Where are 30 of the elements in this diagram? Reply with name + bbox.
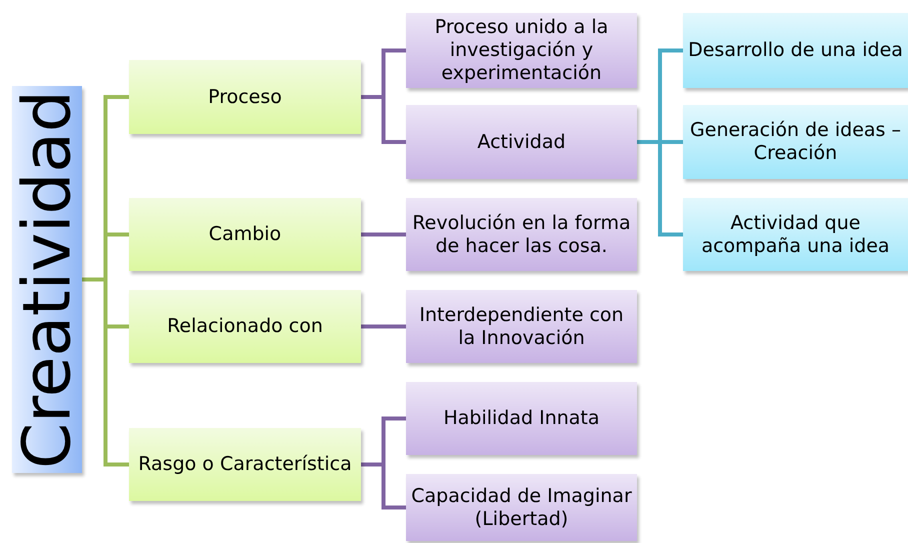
concept-label: Proceso	[208, 86, 282, 108]
concept-label: Habilidad Innata	[443, 407, 600, 430]
connector-line	[637, 140, 683, 236]
concept-box	[129, 428, 361, 501]
concept-label: Proceso unido a la investigación y experimentación	[434, 16, 610, 85]
concept-box	[406, 13, 637, 88]
concept-label: Capacidad de Imaginar (Libertad)	[410, 484, 633, 530]
concept-box	[683, 105, 908, 179]
concept-label: Revolución en la forma de hacer las cosa.	[411, 212, 632, 258]
concept-box	[406, 105, 637, 179]
concept-box	[129, 290, 361, 363]
concept-box	[406, 474, 637, 541]
concept-box	[129, 60, 361, 134]
concept-box	[406, 198, 637, 271]
connector-line	[361, 324, 406, 328]
concept-box	[406, 382, 637, 455]
concept-label: Cambio	[208, 223, 282, 246]
concept-label: Actividad que acompaña una idea	[700, 212, 891, 258]
concept-label: Interdependiente con la Innovación	[418, 304, 625, 350]
title-text: Creatividad	[7, 90, 86, 469]
concept-label: Relacionado con	[167, 315, 323, 338]
concept-box	[683, 198, 908, 271]
concept-label: Rasgo o Característica	[138, 453, 352, 476]
concept-box	[406, 290, 637, 363]
connector-line	[361, 232, 406, 236]
concept-box	[683, 13, 908, 88]
concept-label: Desarrollo de una idea	[688, 39, 903, 62]
concept-label: Actividad	[477, 130, 566, 154]
concept-label: Generación de ideas – Creación	[689, 119, 902, 165]
concept-box	[129, 198, 361, 271]
